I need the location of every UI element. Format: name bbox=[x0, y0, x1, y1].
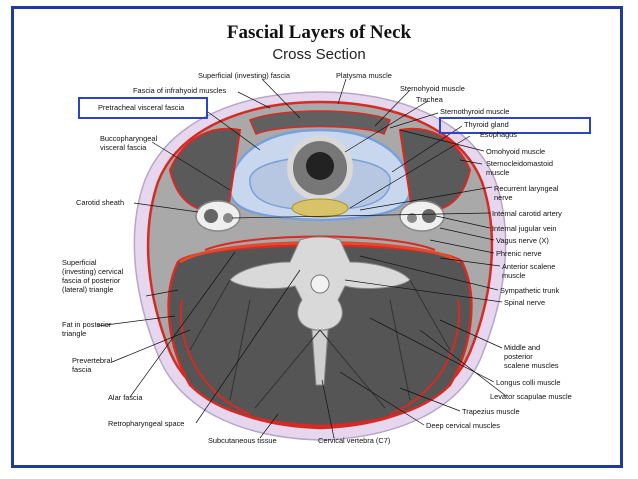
label-sternocleidomastoid: Sternocleidomastoid muscle bbox=[486, 159, 553, 177]
jugular-right bbox=[422, 209, 436, 223]
label-sympathetic: Sympathetic trunk bbox=[500, 286, 560, 295]
diagram-subtitle: Cross Section bbox=[272, 46, 366, 63]
label-middle-posterior-scalene: Middle and posterior scalene muscles bbox=[504, 343, 559, 370]
label-vagus: Vagus nerve (X) bbox=[496, 236, 549, 245]
carotid-right bbox=[407, 213, 417, 223]
label-superficial-cervical: Superficial (investing) cervical fascia … bbox=[62, 258, 124, 294]
label-thyroid: Thyroid gland bbox=[464, 120, 509, 129]
label-trapezius: Trapezius muscle bbox=[462, 407, 520, 416]
label-spinal-nerve: Spinal nerve bbox=[504, 298, 546, 307]
label-vertebra: Cervical vertebra (C7) bbox=[318, 436, 391, 445]
label-esophagus: Esophagus bbox=[480, 130, 517, 139]
trachea-lumen bbox=[306, 152, 334, 180]
thyroid-highlight-box bbox=[439, 117, 591, 134]
esophagus-shape bbox=[291, 198, 349, 218]
label-internal-carotid: Internal carotid artery bbox=[492, 209, 562, 218]
label-deep-cervical: Deep cervical muscles bbox=[426, 421, 500, 430]
label-alar: Alar fascia bbox=[108, 393, 143, 402]
label-phrenic: Phrenic nerve bbox=[496, 249, 542, 258]
label-levator-scapulae: Levator scapulae muscle bbox=[490, 392, 572, 401]
label-prevertebral: Prevertebral fascia bbox=[72, 356, 113, 374]
label-recurrent-laryngeal: Recurrent laryngeal nerve bbox=[494, 184, 559, 202]
label-subcutaneous: Subcutaneous tissue bbox=[208, 436, 277, 445]
label-sternothyroid: Sternothyroid muscle bbox=[440, 107, 510, 116]
label-fascia-infrahyoid: Fascia of infrahyoid muscles bbox=[133, 86, 227, 95]
jugular-left bbox=[204, 209, 218, 223]
label-pretracheal: Pretracheal visceral fascia bbox=[98, 103, 185, 112]
strap-muscles bbox=[249, 110, 391, 135]
label-sternohyoid: Sternohyoid muscle bbox=[400, 84, 465, 93]
label-platysma: Platysma muscle bbox=[336, 71, 392, 80]
label-anterior-scalene: Anterior scalene muscle bbox=[502, 262, 556, 280]
sternocleidomastoid-right bbox=[398, 127, 472, 213]
label-omohyoid: Omohyoid muscle bbox=[486, 147, 546, 156]
label-fat-posterior: Fat in posterior triangle bbox=[62, 320, 112, 338]
leader-lines bbox=[97, 78, 507, 439]
spinous-process bbox=[311, 329, 329, 386]
label-retropharyngeal: Retropharyngeal space bbox=[108, 419, 185, 428]
label-carotid-sheath: Carotid sheath bbox=[76, 198, 125, 207]
label-trachea: Trachea bbox=[416, 95, 443, 104]
label-longus-colli: Longus colli muscle bbox=[496, 378, 561, 387]
pretracheal-highlight-box bbox=[78, 97, 208, 119]
label-buccopharyngeal: Buccopharyngeal visceral fascia bbox=[100, 134, 158, 152]
trapezius-outline bbox=[179, 299, 461, 415]
carotid-left bbox=[223, 213, 233, 223]
label-internal-jugular: Internal jugular vein bbox=[492, 224, 557, 233]
spinal-cord bbox=[310, 274, 330, 294]
muscle-division-lines bbox=[189, 279, 451, 409]
diagram-title: Fascial Layers of Neck bbox=[226, 22, 412, 43]
label-superficial-fascia: Superficial (investing) fascia bbox=[198, 71, 291, 80]
sternocleidomastoid-left bbox=[168, 127, 242, 213]
